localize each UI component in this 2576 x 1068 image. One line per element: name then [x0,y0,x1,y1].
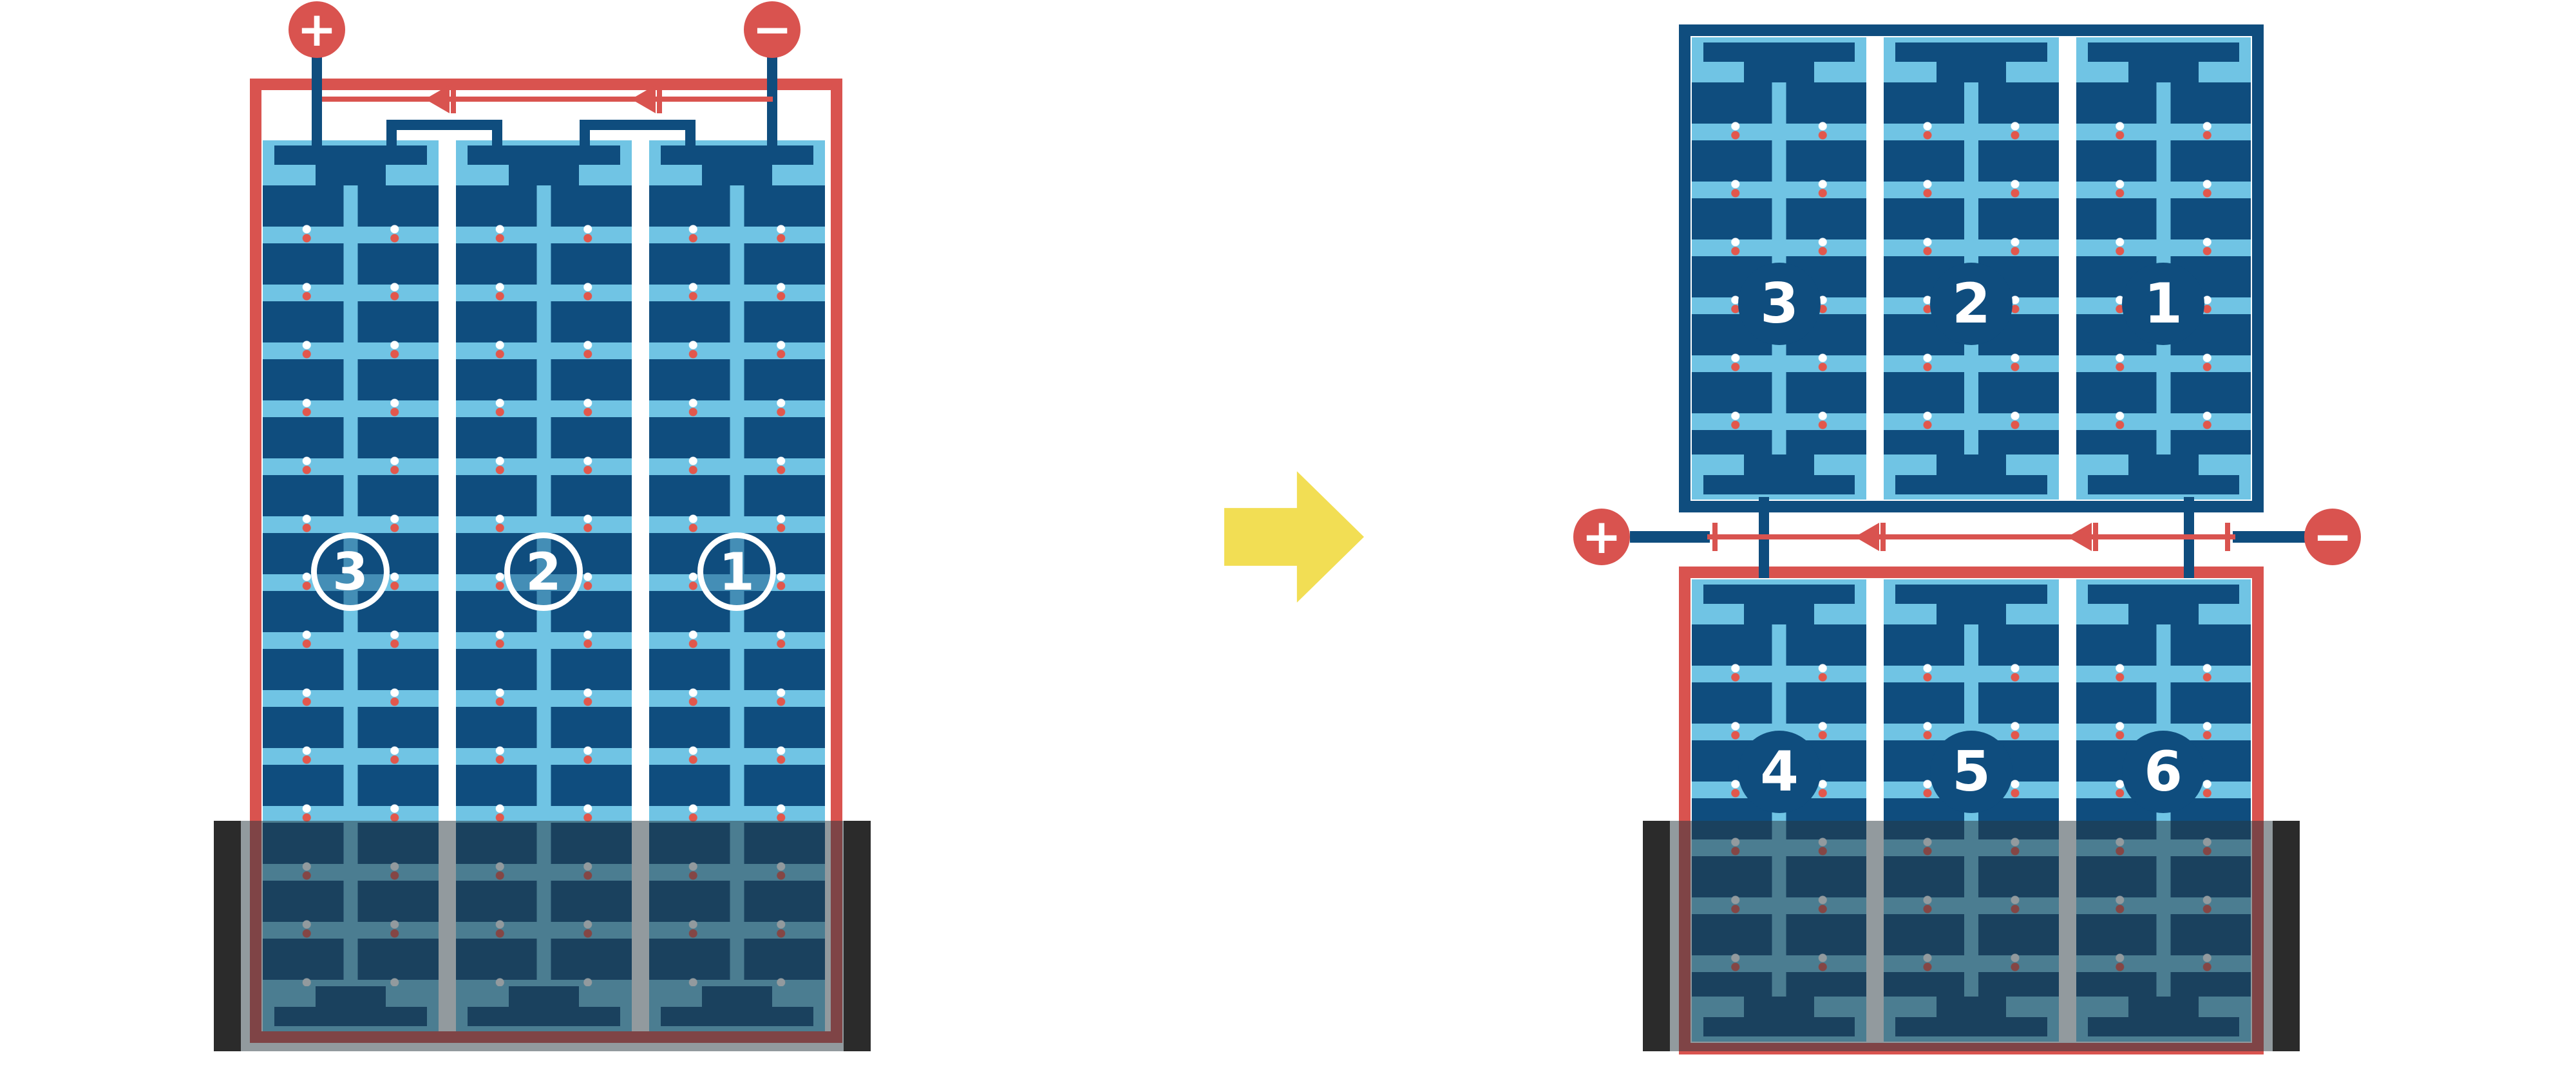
string-connector-top [2076,37,2251,82]
string-number-badge: 6 [2122,731,2204,813]
minus-icon: − [752,2,792,57]
obstruction-bar-left [214,821,241,1051]
string-number-badge: 2 [504,532,583,611]
string-connector-top [1884,579,2058,624]
negative-lead-wire [2233,531,2313,543]
string-number-badge: 3 [311,532,390,611]
positive-terminal: + [289,1,345,58]
obstruction-bar-right [2273,821,2300,1051]
transition-arrow-icon [1224,471,1364,603]
cell-string [2076,37,2251,500]
string-connector-top [1692,37,1866,82]
string-bridge-leg [580,129,590,149]
current-arrow-icon [631,85,656,113]
right-top-module-frame [1679,24,2264,512]
string-number-badge: 4 [1738,731,1821,813]
current-arrow-icon [425,85,450,113]
wire-tick [451,85,456,113]
wire-tick [1880,523,1886,551]
positive-lead-wire [1630,531,1710,543]
current-arrow-icon [1855,523,1879,551]
string-connector-bottom [2076,454,2251,500]
string-connector-top [1884,37,2058,82]
cell-string [1884,37,2059,500]
string-bridge-leg [386,129,397,149]
wire-tick [2093,523,2098,551]
string-bridge [580,120,696,130]
right-top-module-panel [1692,37,2251,500]
string-connector-top [649,140,825,185]
wire-tick [1712,523,1718,551]
string-bridge [386,120,502,130]
string-connector-bottom [1884,454,2058,500]
obstruction-bar-right [844,821,871,1051]
plus-icon: + [296,2,337,57]
string-connector-top [263,140,439,185]
shadow-overlay [1670,821,2273,1051]
string-connector-bottom [1692,454,1866,500]
string-number-badge: 2 [1930,263,2012,345]
negative-terminal: − [744,1,800,58]
negative-terminal: − [2304,509,2361,565]
string-connector-top [456,140,632,185]
shadow-overlay [241,821,844,1051]
positive-terminal: + [1573,509,1630,565]
plus-icon: + [1581,509,1622,565]
obstruction-bar-left [1643,821,1670,1051]
negative-lead-wire [767,55,777,153]
string-connector-top [2076,579,2251,624]
current-arrow-icon [2067,523,2092,551]
positive-lead-wire [312,55,322,153]
string-number-badge: 1 [697,532,776,611]
string-number-badge: 5 [1930,731,2012,813]
string-bridge-leg [492,129,502,149]
minus-icon: − [2312,509,2353,565]
bus-wire [1707,534,2235,539]
string-connector-top [1692,579,1866,624]
wire-tick [657,85,662,113]
wire-tick [2225,523,2230,551]
bus-wire [322,97,773,102]
string-number-badge: 1 [2122,263,2204,345]
string-bridge-leg [685,129,696,149]
string-number-badge: 3 [1738,263,1821,345]
